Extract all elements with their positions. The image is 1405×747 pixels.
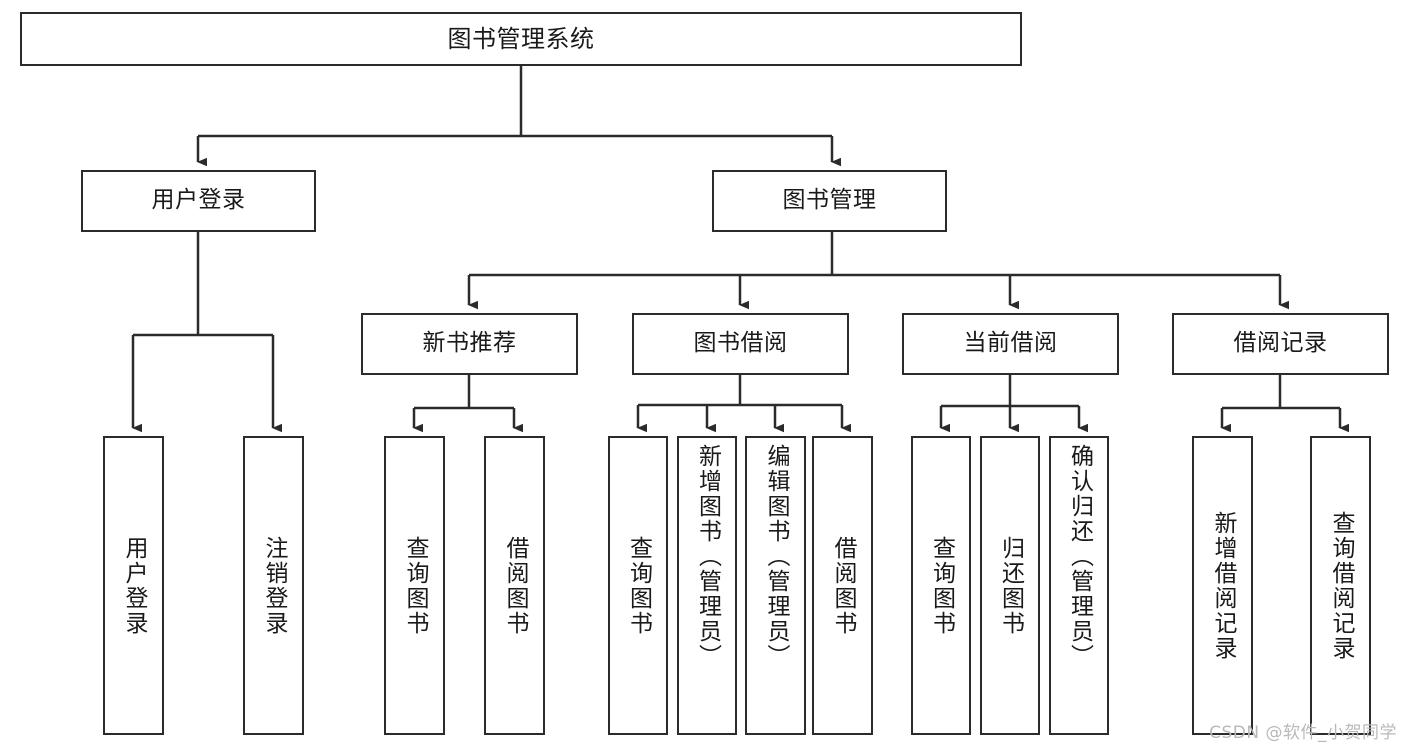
node-label: 当前借阅 [963,330,1058,357]
node-label: 图书管理 [782,187,877,214]
node-leaf-user-login[interactable]: 用户登录 [103,436,164,735]
node-label: 图书管理系统 [447,24,595,53]
node-leaf-query-book-newbook[interactable]: 查询图书 [384,436,445,735]
node-label: 查询图书 [928,535,955,636]
node-label: 用户登录 [121,535,147,636]
node-root-library-system[interactable]: 图书管理系统 [20,12,1022,66]
node-label: 查询借阅记录 [1328,510,1354,661]
node-label: 确认归还（管理员） [1066,444,1093,669]
node-label: 图书借阅 [693,330,788,357]
node-label: 借阅图书 [502,535,528,636]
node-label: 编辑图书（管理员） [763,444,789,669]
node-label: 注销登录 [261,535,287,636]
node-leaf-add-borrow-record[interactable]: 新增借阅记录 [1192,436,1253,735]
node-leaf-confirm-return-admin[interactable]: 确认归还（管理员） [1049,436,1109,735]
node-label: 借阅图书 [830,535,856,636]
node-label: 新书推荐 [422,330,517,357]
csdn-watermark: CSDN @软件_小贺同学 [1209,723,1397,743]
node-leaf-return-book[interactable]: 归还图书 [980,436,1040,735]
node-leaf-query-book-borrow[interactable]: 查询图书 [608,436,668,735]
node-user-login[interactable]: 用户登录 [81,170,316,232]
node-label: 查询图书 [402,535,428,636]
node-leaf-add-book-admin[interactable]: 新增图书（管理员） [677,436,737,735]
node-label: 新增借阅记录 [1210,510,1236,661]
node-current-borrow[interactable]: 当前借阅 [902,313,1119,375]
node-book-borrow[interactable]: 图书借阅 [632,313,849,375]
node-book-management[interactable]: 图书管理 [712,170,947,232]
node-borrow-record[interactable]: 借阅记录 [1172,313,1389,375]
node-leaf-borrow-book-newbook[interactable]: 借阅图书 [484,436,545,735]
node-leaf-query-borrow-record[interactable]: 查询借阅记录 [1310,436,1371,735]
node-label: 查询图书 [625,535,652,636]
node-leaf-logout[interactable]: 注销登录 [243,436,304,735]
node-label: 用户登录 [151,187,246,214]
node-label: 借阅记录 [1233,330,1328,357]
node-leaf-query-book-current[interactable]: 查询图书 [911,436,971,735]
node-new-book-recommend[interactable]: 新书推荐 [361,313,578,375]
node-leaf-borrow-book-borrow[interactable]: 借阅图书 [812,436,873,735]
node-label: 归还图书 [997,535,1024,636]
node-leaf-edit-book-admin[interactable]: 编辑图书（管理员） [745,436,806,735]
node-label: 新增图书（管理员） [694,444,721,669]
